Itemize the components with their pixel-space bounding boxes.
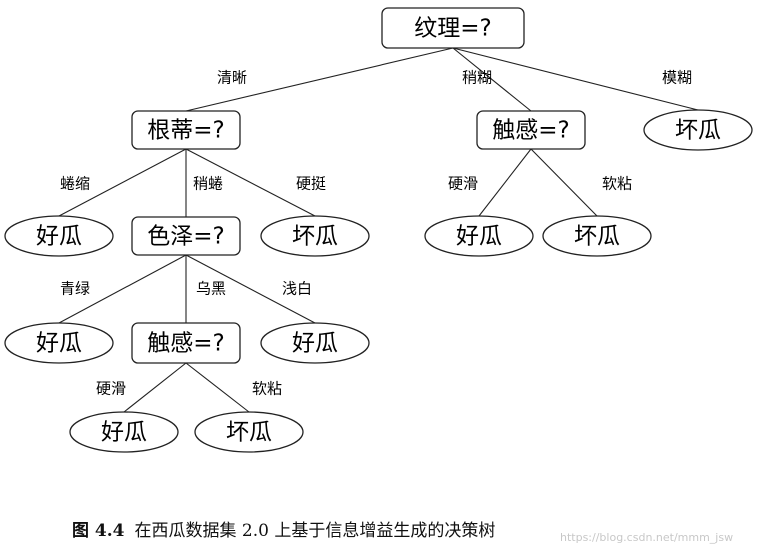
- edge-n1-n3: [452, 47, 532, 112]
- leaf-node: 好瓜: [4, 322, 114, 364]
- decision-box: [476, 110, 586, 150]
- edge-n1-n2: [185, 47, 454, 112]
- edge-n6-n12: [185, 254, 316, 324]
- leaf-ellipse: [194, 411, 304, 453]
- leaf-ellipse: [643, 109, 753, 151]
- node-label: 好瓜: [36, 224, 82, 250]
- edge-label: 浅白: [282, 280, 312, 298]
- decision-node: 触感=?: [131, 322, 241, 364]
- leaf-node: 好瓜: [424, 215, 534, 257]
- node-label: 好瓜: [36, 331, 82, 357]
- leaf-ellipse: [4, 322, 114, 364]
- decision-box: [131, 110, 241, 150]
- leaf-node: 好瓜: [4, 215, 114, 257]
- node-label: 纹理=?: [414, 16, 491, 42]
- watermark-text: https://blog.csdn.net/mmm_jsw: [560, 531, 734, 544]
- node-label: 好瓜: [456, 224, 502, 250]
- decision-box: [131, 216, 241, 256]
- edge-n11-n13: [123, 362, 187, 413]
- edge-label: 乌黑: [196, 280, 226, 298]
- leaf-node: 坏瓜: [643, 109, 753, 151]
- decision-box: [381, 7, 525, 49]
- edge-label: 稍糊: [462, 69, 492, 87]
- leaf-ellipse: [69, 411, 179, 453]
- leaf-ellipse: [260, 215, 370, 257]
- node-label: 坏瓜: [226, 420, 272, 446]
- edge-label: 软粘: [602, 175, 632, 193]
- node-label: 坏瓜: [574, 224, 620, 250]
- edge-n11-n14: [185, 362, 250, 413]
- leaf-node: 坏瓜: [542, 215, 652, 257]
- decision-node: 触感=?: [476, 110, 586, 150]
- leaf-ellipse: [424, 215, 534, 257]
- edge-n2-n5: [58, 148, 187, 217]
- edge-label: 硬滑: [96, 380, 126, 398]
- edge-label: 硬滑: [448, 175, 478, 193]
- leaf-node: 好瓜: [69, 411, 179, 453]
- node-label: 色泽=?: [147, 224, 224, 250]
- edge-label: 硬挺: [296, 175, 326, 193]
- figure-caption-text: 在西瓜数据集 2.0 上基于信息增益生成的决策树: [134, 521, 496, 541]
- node-label: 好瓜: [292, 331, 338, 357]
- edge-label: 软粘: [252, 380, 282, 398]
- figure-number: 图 4.4: [72, 521, 125, 541]
- leaf-ellipse: [542, 215, 652, 257]
- leaf-node: 坏瓜: [260, 215, 370, 257]
- node-label: 好瓜: [101, 420, 147, 446]
- edge-label: 清晰: [217, 69, 247, 87]
- decision-box: [131, 322, 241, 364]
- leaf-ellipse: [260, 322, 370, 364]
- edge-n3-n9: [530, 148, 598, 217]
- leaf-node: 坏瓜: [194, 411, 304, 453]
- node-label: 触感=?: [492, 118, 569, 144]
- leaf-ellipse: [4, 215, 114, 257]
- node-label: 坏瓜: [675, 118, 721, 144]
- edge-n3-n8: [478, 148, 532, 217]
- edge-label: 青绿: [60, 280, 90, 298]
- node-label: 触感=?: [147, 331, 224, 357]
- decision-node: 根蒂=?: [131, 110, 241, 150]
- edge-label: 蜷缩: [60, 175, 90, 193]
- decision-node: 色泽=?: [131, 216, 241, 256]
- node-label: 坏瓜: [292, 224, 338, 250]
- figure-caption: 图 4.4 在西瓜数据集 2.0 上基于信息增益生成的决策树: [72, 516, 495, 541]
- decision-node: 纹理=?: [381, 7, 525, 49]
- edge-n6-n10: [58, 254, 187, 324]
- edge-n2-n7: [185, 148, 316, 217]
- leaf-node: 好瓜: [260, 322, 370, 364]
- edge-label: 稍蜷: [193, 175, 223, 193]
- edge-n1-n4: [452, 47, 699, 111]
- edge-label: 模糊: [662, 69, 692, 87]
- node-label: 根蒂=?: [147, 118, 224, 144]
